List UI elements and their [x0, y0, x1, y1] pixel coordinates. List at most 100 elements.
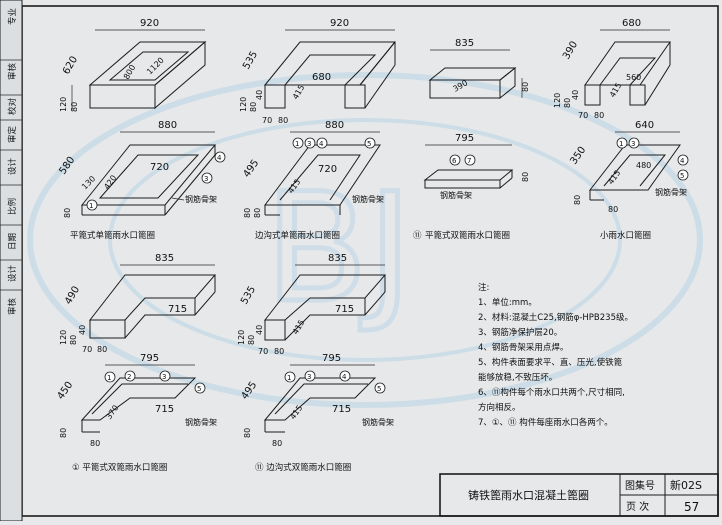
- dim-label: 835: [155, 253, 174, 264]
- dim-label: 80: [69, 335, 78, 345]
- dim-label: 40: [571, 90, 580, 100]
- dim-label: 80: [272, 439, 282, 448]
- svg-text:7: 7: [467, 157, 471, 165]
- rebar-label: 钢筋骨架: [362, 417, 394, 427]
- figure-caption: 小雨水口篦圈: [600, 230, 651, 241]
- dim-label: 415: [291, 83, 306, 101]
- note-line: 3、钢筋净保护层20。: [478, 327, 562, 338]
- svg-text:1: 1: [89, 202, 93, 210]
- dim-label: 535: [241, 49, 260, 71]
- rebar-label: 钢筋骨架: [655, 187, 687, 197]
- dim-label: 715: [155, 404, 174, 415]
- atlas-value: 新02S: [670, 478, 702, 492]
- side-strip-label: 审定: [7, 125, 18, 143]
- page-value: 57: [684, 500, 699, 514]
- watermark: BJ: [27, 72, 703, 408]
- dim-label: 80: [63, 208, 72, 218]
- note-line: 4、钢筋骨架采用点焊。: [478, 342, 568, 353]
- dim-label: 795: [140, 353, 159, 364]
- figure-caption: ① 平篦式双篦雨水口篦圈: [72, 462, 167, 473]
- side-strip-label: 专业: [7, 8, 18, 25]
- note-line: 1、单位:mm。: [478, 297, 537, 308]
- dim-label: 70: [82, 345, 92, 354]
- svg-text:4: 4: [319, 140, 324, 148]
- dim-label: 80: [521, 82, 530, 92]
- dim-label: 620: [61, 54, 80, 76]
- figure-caption-prefix: ⑪: [413, 231, 422, 241]
- dim-label: 80: [243, 208, 252, 218]
- svg-text:1: 1: [107, 374, 111, 382]
- svg-text:1: 1: [295, 140, 299, 148]
- dim-label: 495: [241, 158, 261, 180]
- dim-label: 120: [553, 93, 562, 108]
- figure-row3-1: 835 490 715 120 80 40 70 80: [59, 253, 217, 354]
- dim-label: 120: [59, 97, 68, 112]
- figure-caption: 平篦式双篦雨水口篦圈: [425, 230, 510, 241]
- note-line: 5、构件表面要求平、直、压光,使铁篦: [478, 357, 623, 368]
- dim-label: 480: [636, 161, 651, 170]
- svg-text:3: 3: [162, 373, 166, 381]
- side-strip-label: 设计: [7, 264, 18, 282]
- dim-label: 40: [255, 325, 264, 335]
- note-line: 方向相反。: [478, 402, 521, 413]
- dim-label: 450: [55, 380, 75, 402]
- dim-label: 80: [274, 347, 284, 356]
- figure-top-3: 835 390 80: [428, 38, 530, 100]
- dim-label: 80: [594, 111, 604, 120]
- rebar-label: 钢筋骨架: [185, 417, 217, 427]
- side-strip-label: 日期: [8, 233, 18, 250]
- side-strip-label: 审核: [7, 62, 18, 80]
- svg-text:4: 4: [342, 373, 347, 381]
- figure-top-4: 680 390 560 415 120 80 40 70 80: [553, 18, 671, 120]
- dim-label: 835: [455, 38, 474, 49]
- note-line: 6、⑪构件每个雨水口共两个,尺寸相同,: [478, 387, 625, 398]
- side-strip-label: 比例: [7, 198, 18, 215]
- dim-label: 80: [563, 98, 572, 108]
- dim-label: 680: [622, 18, 641, 29]
- dim-label: 80: [249, 102, 258, 112]
- dim-label: 490: [63, 284, 82, 306]
- dim-label: 70: [258, 347, 268, 356]
- side-strip-label: 设计: [7, 157, 18, 175]
- dim-label: 715: [168, 304, 187, 315]
- svg-text:5: 5: [377, 385, 381, 393]
- dim-label: 120: [59, 330, 68, 345]
- svg-text:3: 3: [631, 140, 635, 148]
- figure-row4-2: 795 495 715 415 80 80 钢筋骨架 1 3 4 5 ⑪ 边沟式…: [239, 353, 394, 473]
- svg-text:1: 1: [287, 374, 291, 382]
- svg-text:6: 6: [452, 157, 457, 165]
- svg-text:3: 3: [307, 140, 311, 148]
- dim-label: 80: [253, 208, 262, 218]
- dim-label: 80: [278, 116, 288, 125]
- dim-label: 80: [97, 345, 107, 354]
- rebar-label: 钢筋骨架: [185, 194, 217, 204]
- dim-label: 70: [262, 116, 272, 125]
- figure-caption: 边沟式单篦雨水口篦圈: [255, 230, 340, 241]
- side-strip-label: 审核: [7, 297, 18, 315]
- drawing-title: 铸铁篦雨水口混凝土篦圈: [468, 488, 589, 502]
- dim-label: 80: [70, 102, 79, 112]
- dim-label: 640: [635, 120, 654, 131]
- note-line: 能够放稳,不致压坏。: [478, 372, 557, 383]
- side-strip: 专业 审核 校对 审定 设计 比例 日期 设计 审核: [0, 0, 23, 522]
- dim-label: 715: [332, 404, 351, 415]
- dim-label: 390: [561, 39, 580, 61]
- figure-row2-1: 880 580 720 420 130 80 钢筋骨架 1 3 4 平篦式单篦雨…: [57, 120, 226, 241]
- dim-label: 40: [255, 90, 264, 100]
- title-block: 铸铁篦雨水口混凝土篦圈 图集号 新02S 页 次 57: [439, 473, 719, 517]
- dim-label: 920: [330, 18, 349, 29]
- dim-label: 120: [237, 330, 246, 345]
- dim-label: 40: [78, 325, 87, 335]
- dim-label: 415: [606, 168, 622, 186]
- svg-text:2: 2: [127, 373, 131, 381]
- svg-text:4: 4: [680, 157, 685, 165]
- svg-text:3: 3: [307, 373, 311, 381]
- note-line: 7、①、⑪ 构件每座雨水口各两个。: [478, 417, 613, 428]
- watermark-text: BJ: [265, 162, 412, 336]
- dim-label: 560: [626, 73, 641, 82]
- svg-text:3: 3: [204, 175, 208, 183]
- rebar-label: 钢筋骨架: [352, 194, 384, 204]
- dim-label: 415: [288, 403, 304, 421]
